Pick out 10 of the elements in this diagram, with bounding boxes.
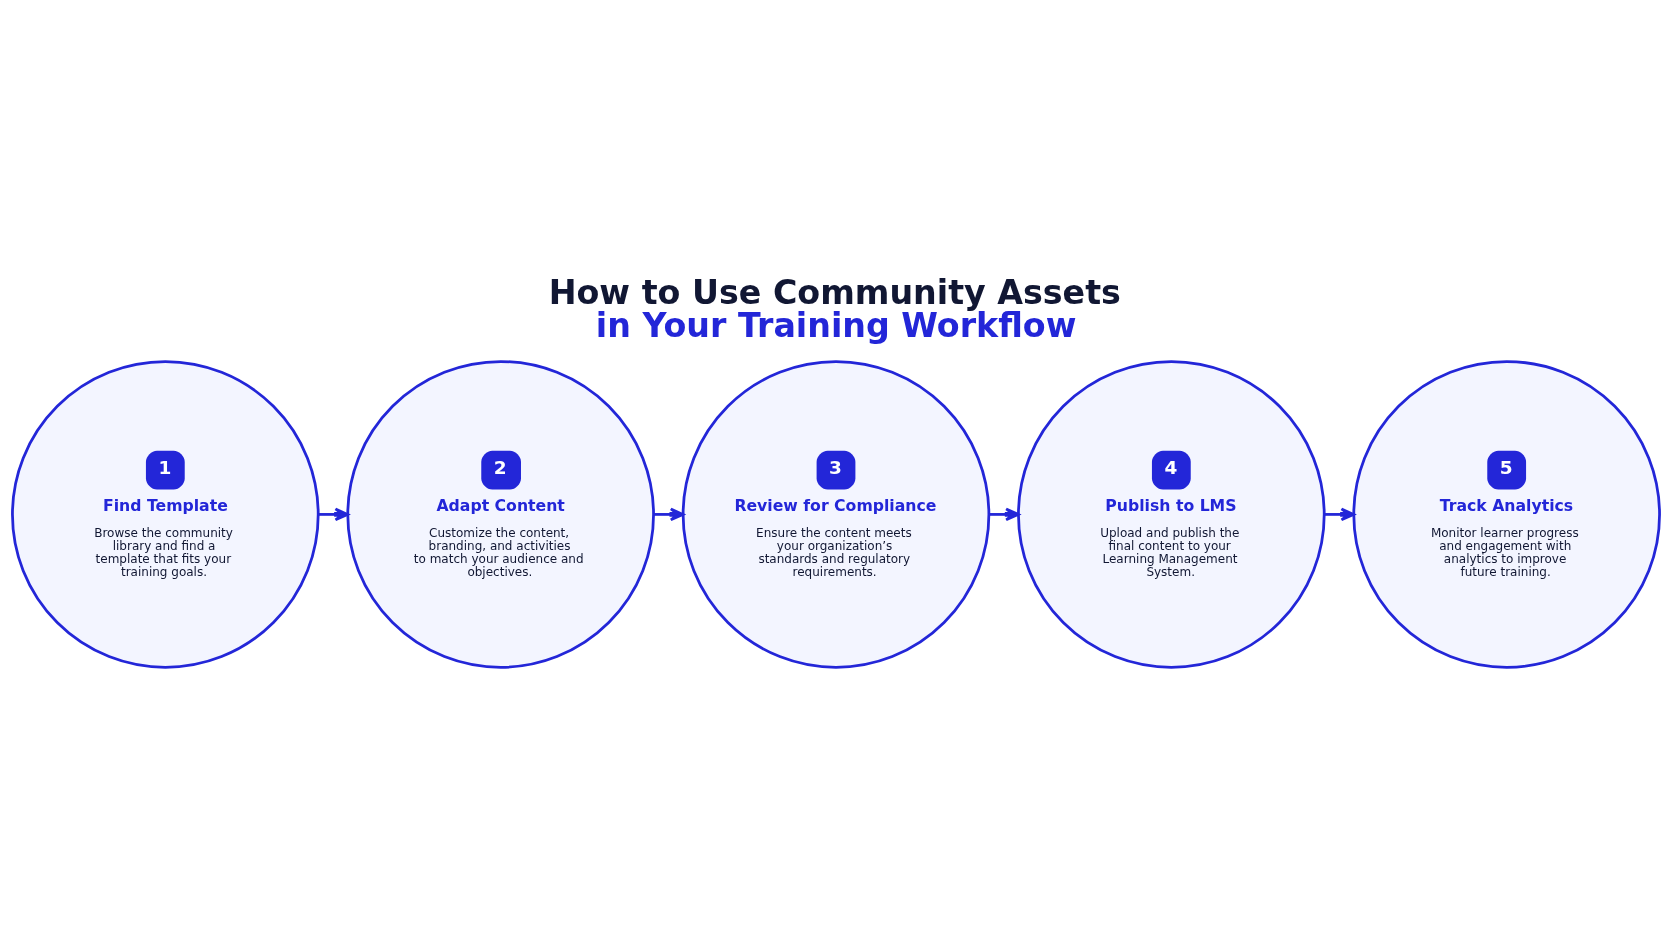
arrow (318, 507, 349, 521)
diagram-title: How to Use Community Assets in Your Training Workflow (548, 272, 1121, 345)
arrow (1324, 507, 1355, 521)
node-circle: 4 Publish to LMS Upload and publish the final content to your Learning Management System. (1017, 359, 1326, 669)
node-circle: 3 Review for Compliance Ensure the content meets your organization’s standards and regulatory requirements. (681, 359, 991, 669)
node-circle: 1 Find Template Browse the community library and find a template that fits your training goals. (11, 359, 320, 669)
node-circle: 2 Adapt Content Customize the content, branding, and activities to match your audience and objectives. (346, 359, 655, 669)
arrow (989, 507, 1020, 521)
arrow (653, 507, 685, 521)
node-circle: 5 Track Analytics Monitor learner progress and engagement with analytics to improve future training. (1352, 359, 1661, 669)
